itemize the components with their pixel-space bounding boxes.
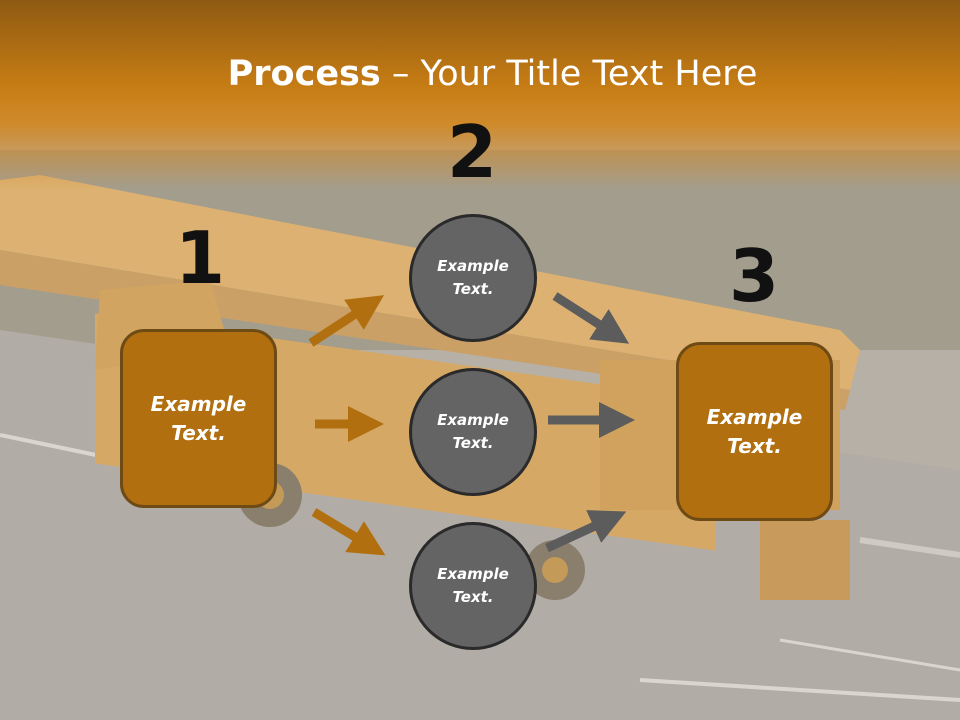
arrow-2c-to-3 <box>545 510 627 553</box>
step-2-circle-middle-text: Example Text. <box>437 411 509 452</box>
title-band <box>0 0 960 190</box>
arrow-2a-to-3 <box>552 292 630 344</box>
step-2-circle-bottom-text: Example Text. <box>437 565 509 606</box>
step-2-circle-top-text: Example Text. <box>437 257 509 298</box>
slide-title: Process – Your Title Text Here <box>0 52 960 96</box>
step-2-circle-bottom[interactable]: Example Text. <box>409 522 537 650</box>
step-3-box[interactable]: Example Text. <box>676 342 833 521</box>
step-2-circle-middle[interactable]: Example Text. <box>409 368 537 496</box>
step-number-2: 2 <box>446 110 498 194</box>
step-1-box[interactable]: Example Text. <box>120 329 277 508</box>
step-1-text: Example Text. <box>150 391 247 445</box>
step-2-circle-top[interactable]: Example Text. <box>409 214 537 342</box>
title-rest: Your Title Text Here <box>420 54 758 94</box>
arrow-1-to-2c <box>311 508 386 556</box>
title-separator: – <box>380 54 421 94</box>
step-number-1: 1 <box>174 216 226 300</box>
step-3-text: Example Text. <box>706 404 803 458</box>
title-strong: Process <box>227 54 381 94</box>
arrow-1-to-2a <box>308 295 385 347</box>
step-number-3: 3 <box>728 234 780 318</box>
